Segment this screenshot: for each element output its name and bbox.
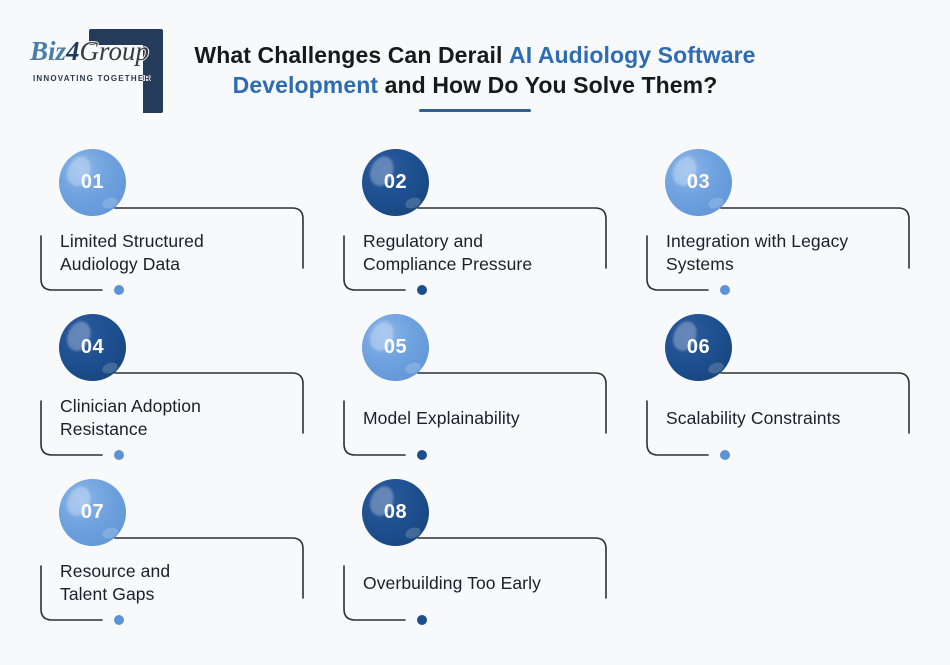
challenge-item-06: 06 Scalability Constraints bbox=[636, 305, 939, 470]
challenge-number-badge: 03 bbox=[665, 149, 732, 216]
connector-bracket bbox=[343, 372, 607, 456]
brand-logo: Biz4Group INNOVATING TOGETHER bbox=[28, 26, 168, 113]
connector-bracket bbox=[40, 372, 304, 456]
connector-bracket bbox=[343, 537, 607, 621]
header: Biz4Group INNOVATING TOGETHER What Chall… bbox=[0, 0, 950, 140]
logo-word-4: 4 bbox=[66, 36, 80, 66]
challenge-item-07: 07 Resource and Talent Gaps bbox=[30, 470, 333, 635]
challenges-grid: 01 Limited Structured Audiology Data 02 … bbox=[30, 140, 939, 635]
connector-bracket bbox=[40, 537, 304, 621]
challenge-label-wrap: Scalability Constraints bbox=[666, 393, 918, 443]
challenge-item-03: 03 Integration with Legacy Systems bbox=[636, 140, 939, 305]
challenge-number-badge: 04 bbox=[59, 314, 126, 381]
challenge-label-wrap: Limited Structured Audiology Data bbox=[60, 228, 312, 278]
connector-dot bbox=[417, 285, 427, 295]
challenge-label: Scalability Constraints bbox=[666, 407, 841, 428]
title-highlight: AI Audiology Software Development bbox=[232, 42, 756, 98]
challenge-label: Model Explainability bbox=[363, 407, 520, 428]
challenge-label-wrap: Resource and Talent Gaps bbox=[60, 558, 312, 608]
connector-dot bbox=[720, 285, 730, 295]
challenge-label: Regulatory and Compliance Pressure bbox=[363, 231, 533, 274]
connector-bracket bbox=[40, 207, 304, 291]
challenge-number-badge: 06 bbox=[665, 314, 732, 381]
challenge-number: 03 bbox=[686, 171, 711, 193]
challenge-item-04: 04 Clinician Adoption Resistance bbox=[30, 305, 333, 470]
challenge-number: 04 bbox=[80, 336, 105, 358]
challenge-label-wrap: Regulatory and Compliance Pressure bbox=[363, 228, 615, 278]
challenge-number: 08 bbox=[383, 501, 408, 523]
title-part-2: and How Do You Solve Them? bbox=[378, 72, 718, 98]
challenge-label: Clinician Adoption Resistance bbox=[60, 396, 201, 439]
title-underline bbox=[419, 109, 531, 112]
title-part-1: What Challenges Can Derail bbox=[194, 42, 509, 68]
logo-word-biz: Biz bbox=[30, 36, 67, 66]
connector-dot bbox=[114, 615, 124, 625]
connector-dot bbox=[417, 615, 427, 625]
connector-bracket bbox=[343, 207, 607, 291]
challenge-number: 02 bbox=[383, 171, 408, 193]
challenge-number: 07 bbox=[80, 501, 105, 523]
challenge-number-badge: 07 bbox=[59, 479, 126, 546]
logo-bracket-shape bbox=[89, 29, 163, 113]
challenge-number: 01 bbox=[80, 171, 105, 193]
challenge-label-wrap: Overbuilding Too Early bbox=[363, 558, 615, 608]
challenge-item-01: 01 Limited Structured Audiology Data bbox=[30, 140, 333, 305]
challenge-number-badge: 01 bbox=[59, 149, 126, 216]
challenge-number-badge: 08 bbox=[362, 479, 429, 546]
challenge-label: Limited Structured Audiology Data bbox=[60, 231, 204, 274]
challenge-item-08: 08 Overbuilding Too Early bbox=[333, 470, 636, 635]
connector-dot bbox=[417, 450, 427, 460]
logo-word-group: Group bbox=[79, 36, 150, 66]
challenge-label: Integration with Legacy Systems bbox=[666, 231, 849, 274]
logo-tagline: INNOVATING TOGETHER bbox=[33, 74, 152, 83]
challenge-item-05: 05 Model Explainability bbox=[333, 305, 636, 470]
challenge-number-badge: 05 bbox=[362, 314, 429, 381]
connector-dot bbox=[114, 450, 124, 460]
connector-bracket bbox=[646, 207, 910, 291]
page-title: What Challenges Can Derail AI Audiology … bbox=[165, 0, 785, 100]
challenge-label-wrap: Model Explainability bbox=[363, 393, 615, 443]
challenge-number: 06 bbox=[686, 336, 711, 358]
logo-wordmark: Biz4Group bbox=[30, 36, 149, 67]
challenge-item-02: 02 Regulatory and Compliance Pressure bbox=[333, 140, 636, 305]
challenge-label-wrap: Integration with Legacy Systems bbox=[666, 228, 918, 278]
challenge-number-badge: 02 bbox=[362, 149, 429, 216]
challenge-label: Resource and Talent Gaps bbox=[60, 561, 171, 604]
connector-bracket bbox=[646, 372, 910, 456]
challenge-label-wrap: Clinician Adoption Resistance bbox=[60, 393, 312, 443]
connector-dot bbox=[114, 285, 124, 295]
connector-dot bbox=[720, 450, 730, 460]
challenge-number: 05 bbox=[383, 336, 408, 358]
challenge-label: Overbuilding Too Early bbox=[363, 572, 541, 593]
